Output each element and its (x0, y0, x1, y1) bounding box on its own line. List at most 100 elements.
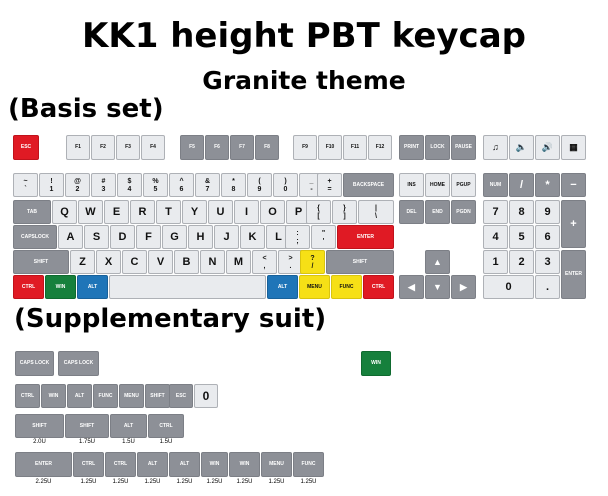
key-1: !1 (39, 173, 64, 197)
key-numpad-dot: . (535, 275, 560, 299)
key-f7: F7 (230, 135, 254, 160)
key-supp-ctrl-125u-a: CTRL (73, 452, 104, 477)
key-d: D (110, 225, 135, 249)
key-7: &7 (195, 173, 220, 197)
calculator-icon: ▦ (561, 135, 586, 160)
key-capslock: CAPSLOCK (13, 225, 57, 249)
key-f12: F12 (368, 135, 392, 160)
key-r: R (130, 200, 155, 224)
key-supp-func: FUNC (93, 384, 118, 408)
key-w: W (78, 200, 103, 224)
key-o: O (260, 200, 285, 224)
key-q: Q (52, 200, 77, 224)
key-equals: += (317, 173, 342, 197)
key-supp-win-125u-a: WIN (201, 452, 228, 477)
key-numpad-star: * (535, 173, 560, 197)
key-supp-alt-125u-a: ALT (137, 452, 168, 477)
size-caption: 1.5U (122, 439, 135, 445)
key-supp-alt: ALT (67, 384, 92, 408)
size-caption: 2.0U (33, 439, 46, 445)
key-supp-menu: MENU (119, 384, 144, 408)
key-menu: MENU (299, 275, 330, 299)
key-supp-menu-125u: MENU (261, 452, 292, 477)
key-pgdn: PGDN (451, 200, 476, 224)
key-numpad-4: 4 (483, 225, 508, 249)
music-note-icon: ♫ (483, 135, 508, 160)
supplementary-heading: (Supplementary suit) (14, 304, 327, 334)
key-supp-ctrl-15u: CTRL (148, 414, 184, 438)
key-supp-shift-175u: SHIFT (65, 414, 109, 438)
key-9: (9 (247, 173, 272, 197)
key-ins: INS (399, 173, 424, 197)
key-numpad-7: 7 (483, 200, 508, 224)
key-supp-win: WIN (41, 384, 66, 408)
key-bracket-right: }] (332, 200, 357, 224)
key-home: HOME (425, 173, 450, 197)
key-f6: F6 (205, 135, 229, 160)
key-numpad-9: 9 (535, 200, 560, 224)
key-tab: TAB (13, 200, 51, 224)
key-numpad-3: 3 (535, 250, 560, 274)
key-0: )0 (273, 173, 298, 197)
size-caption: 1.25U (206, 479, 223, 485)
key-6: ^6 (169, 173, 194, 197)
key-b: B (174, 250, 199, 274)
key-a: A (58, 225, 83, 249)
key-num: NUM (483, 173, 508, 197)
key-win-green: WIN (361, 351, 391, 376)
key-capslock-alt-1: CAPS LOCK (15, 351, 54, 376)
key-numpad-slash: / (509, 173, 534, 197)
key-supp-alt-15u: ALT (110, 414, 147, 438)
key-backslash: |\ (358, 200, 394, 224)
key-win: WIN (45, 275, 76, 299)
key-backspace: BACKSPACE (343, 173, 394, 197)
key-pause: PAUSE (451, 135, 476, 160)
key-f9: F9 (293, 135, 317, 160)
key-bracket-left: {[ (306, 200, 331, 224)
size-caption: 1.25U (144, 479, 161, 485)
key-numpad-minus: − (561, 173, 586, 197)
key-f8: F8 (255, 135, 279, 160)
key-supp-func-125u: FUNC (293, 452, 324, 477)
key-s: S (84, 225, 109, 249)
key-c: C (122, 250, 147, 274)
key-f3: F3 (116, 135, 140, 160)
key-spacebar (109, 275, 266, 299)
key-esc: ESC (13, 135, 39, 160)
key-numpad-0: 0 (483, 275, 534, 299)
key-print: PRINT (399, 135, 424, 160)
page-title: KK1 height PBT keycap (82, 16, 526, 56)
key-m: M (226, 250, 251, 274)
key-v: V (148, 250, 173, 274)
size-caption: 1.25U (268, 479, 285, 485)
key-period: >. (278, 250, 303, 274)
key-y: Y (182, 200, 207, 224)
key-shift-right: SHIFT (326, 250, 394, 274)
key-arrow-right: ▶ (451, 275, 476, 299)
key-func: FUNC (331, 275, 362, 299)
key-i: I (234, 200, 259, 224)
key-t: T (156, 200, 181, 224)
key-f5: F5 (180, 135, 204, 160)
key-quote: "' (311, 225, 336, 249)
key-numpad-5: 5 (509, 225, 534, 249)
volume-down-icon: 🔈 (509, 135, 534, 160)
key-numpad-plus: + (561, 200, 586, 248)
key-f2: F2 (91, 135, 115, 160)
key-h: H (188, 225, 213, 249)
key-supp-esc: ESC (169, 384, 193, 408)
key-ctrl-right: CTRL (363, 275, 394, 299)
key-f1: F1 (66, 135, 90, 160)
key-end: END (425, 200, 450, 224)
key-shift-left: SHIFT (13, 250, 69, 274)
key-pgup: PGUP (451, 173, 476, 197)
key-f: F (136, 225, 161, 249)
key-question: ?/ (300, 250, 325, 274)
key-supp-enter-225u: ENTER (15, 452, 72, 477)
key-ctrl-left: CTRL (13, 275, 44, 299)
size-caption: 1.25U (176, 479, 193, 485)
key-supp-win-125u-b: WIN (229, 452, 260, 477)
key-numpad-1: 1 (483, 250, 508, 274)
key-numpad-6: 6 (535, 225, 560, 249)
